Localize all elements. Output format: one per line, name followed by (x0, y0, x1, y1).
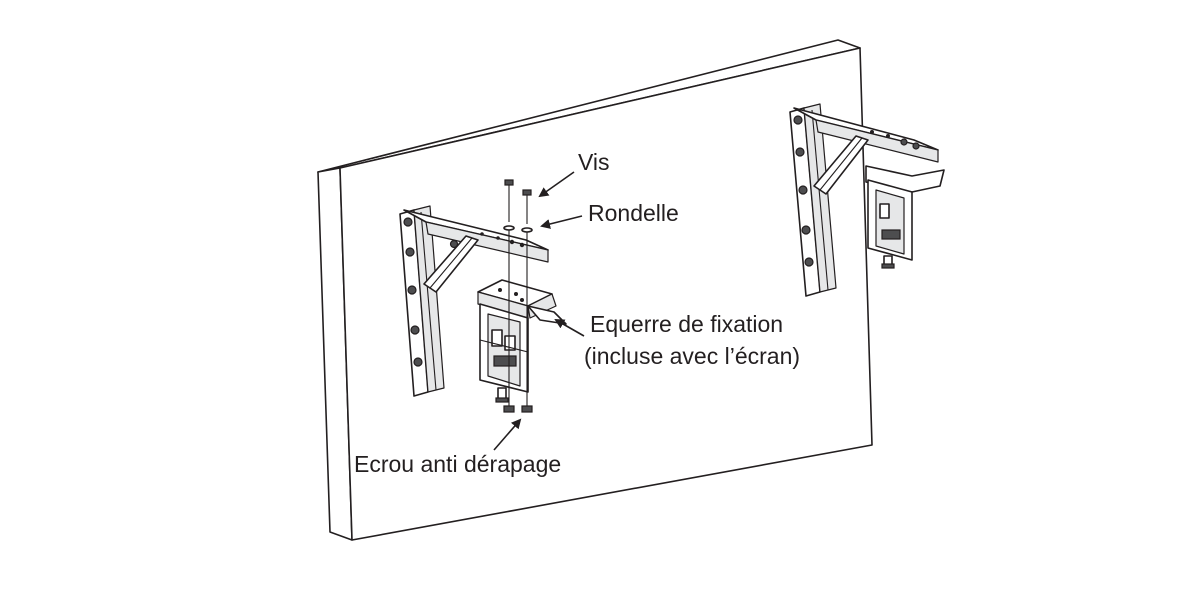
fixing-bracket (477, 279, 567, 403)
arrow-bracket (554, 319, 585, 337)
label-screw-group: Vis (538, 149, 610, 198)
arrow-washer (540, 215, 583, 229)
label-nut-group: Ecrou anti dérapage (354, 418, 561, 477)
label-bracket-group: Equerre de fixation (incluse avec l’écra… (554, 311, 800, 369)
screw-assembly (503, 179, 533, 413)
label-bracket-line1: Equerre de fixation (590, 311, 783, 337)
nut-left (503, 405, 515, 413)
washer-right (521, 227, 533, 233)
screw-head-right (522, 189, 532, 196)
label-bracket-line2: (incluse avec l’écran) (584, 343, 800, 369)
wall-panel (317, 39, 873, 541)
washer-left (503, 225, 515, 231)
nut-right (521, 405, 533, 413)
label-screw: Vis (578, 149, 610, 175)
label-washer-group: Rondelle (540, 200, 679, 229)
left-wall-bracket (399, 205, 549, 397)
label-nut: Ecrou anti dérapage (354, 451, 561, 477)
arrow-screw (538, 171, 575, 198)
screw-head-left (504, 179, 514, 186)
arrow-nut (493, 418, 522, 451)
label-washer: Rondelle (588, 200, 679, 226)
right-assembled-bracket (789, 103, 945, 297)
